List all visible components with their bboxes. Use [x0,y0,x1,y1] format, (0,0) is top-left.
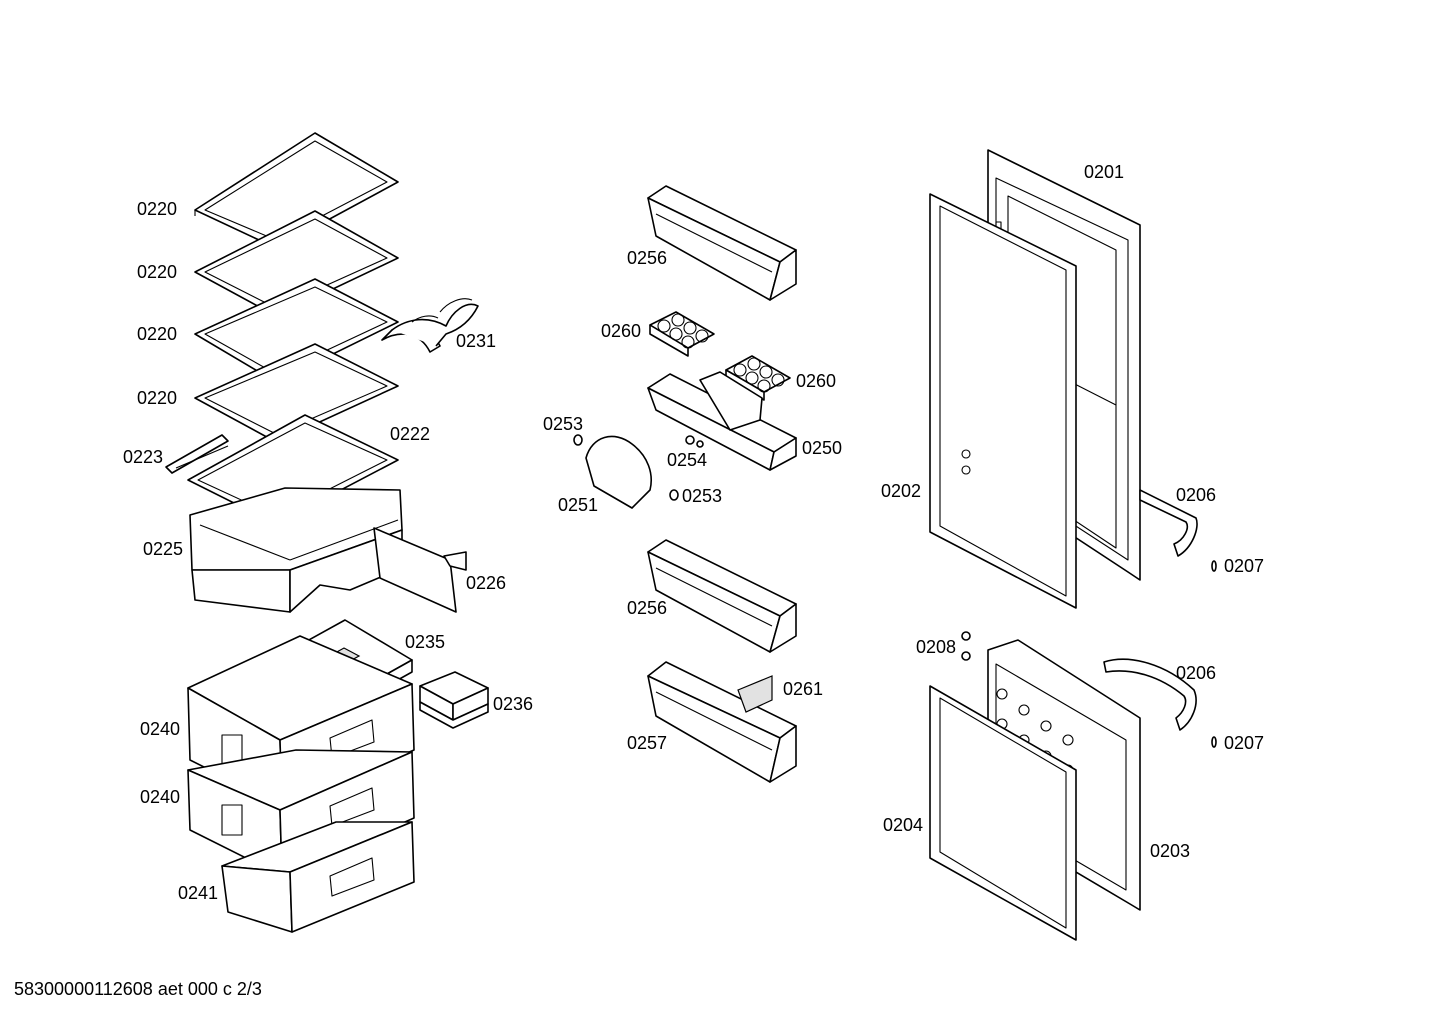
crisper-cover-0226[interactable] [373,527,467,613]
label-handle-0206-top: 0206 [1176,485,1216,505]
label-butter-lid-0251: 0251 [558,495,598,515]
shelf-rail-0223[interactable] [165,434,229,474]
label-drawer-0240-2: 0240 [140,787,180,807]
shelf-0220-3[interactable] [194,278,399,383]
label-handle-screw-0207-bottom: 0207 [1224,733,1264,753]
label-shelf-0220-2: 0220 [137,262,177,282]
label-screws-0208: 0208 [916,637,956,657]
ice-cube-tray-0236[interactable] [419,671,489,729]
label-wine-rack-0231: 0231 [456,331,496,351]
egg-tray-0260-1[interactable] [649,311,715,357]
door-rack-0256-top[interactable] [647,185,797,301]
label-handle-0206-bottom: 0206 [1176,663,1216,683]
label-door-rack-0257: 0257 [627,733,667,753]
wine-rack-0231[interactable] [381,298,479,353]
shelf-0220-4[interactable] [194,343,399,443]
butter-compartment-0250[interactable] [647,371,797,471]
label-bottle-clip-0261: 0261 [783,679,823,699]
label-egg-tray-0260-2: 0260 [796,371,836,391]
label-shelf-0220-4: 0220 [137,388,177,408]
crisper-bin-0225[interactable] [189,487,403,613]
pin-0253-1[interactable] [573,434,583,446]
label-handle-screw-0207-top: 0207 [1224,556,1264,576]
label-shelf-0220-3: 0220 [137,324,177,344]
label-ice-cube-tray-0236: 0236 [493,694,533,714]
label-fridge-door-0201: 0201 [1084,162,1124,182]
handle-screw-0207-top[interactable] [1211,560,1217,572]
bottle-clip-0261[interactable] [737,675,773,713]
label-drawer-0241: 0241 [178,883,218,903]
drawer-0241[interactable] [221,821,415,933]
label-crisper-cover-0226: 0226 [466,573,506,593]
door-rack-0256-mid[interactable] [647,539,797,653]
screws-0208[interactable] [961,631,971,661]
door-rack-0257[interactable] [647,661,797,783]
label-crisper-bin-0225: 0225 [143,539,183,559]
label-pin-0253-1: 0253 [543,414,583,434]
document-footer-id: 58300000112608 aet 000 c 2/3 [14,979,262,999]
label-fridge-gasket-0202: 0202 [881,481,921,501]
label-shelf-rail-0223: 0223 [123,447,163,467]
freezer-gasket-0204[interactable] [929,685,1077,941]
label-hinge-pin-0254: 0254 [667,450,707,470]
label-freezer-tray-0235: 0235 [405,632,445,652]
label-freezer-door-0203: 0203 [1150,841,1190,861]
label-egg-tray-0260-1: 0260 [601,321,641,341]
label-butter-compartment-0250: 0250 [802,438,842,458]
shelf-0220-2[interactable] [194,210,399,317]
label-drawer-0240-1: 0240 [140,719,180,739]
butter-lid-0251[interactable] [585,435,652,509]
label-shelf-0220-1: 0220 [137,199,177,219]
pin-0253-2[interactable] [669,489,679,501]
label-shelf-glass-0222: 0222 [390,424,430,444]
shelf-0220-1[interactable] [194,132,399,254]
label-pin-0253-2: 0253 [682,486,722,506]
hinge-pin-0254[interactable] [685,435,704,448]
handle-0206-bottom[interactable] [1103,658,1197,731]
handle-screw-0207-bottom[interactable] [1211,736,1217,748]
label-door-rack-0256-top: 0256 [627,248,667,268]
fridge-gasket-0202[interactable] [929,193,1077,609]
label-freezer-gasket-0204: 0204 [883,815,923,835]
handle-0206-top[interactable] [1139,489,1198,557]
label-door-rack-0256-mid: 0256 [627,598,667,618]
